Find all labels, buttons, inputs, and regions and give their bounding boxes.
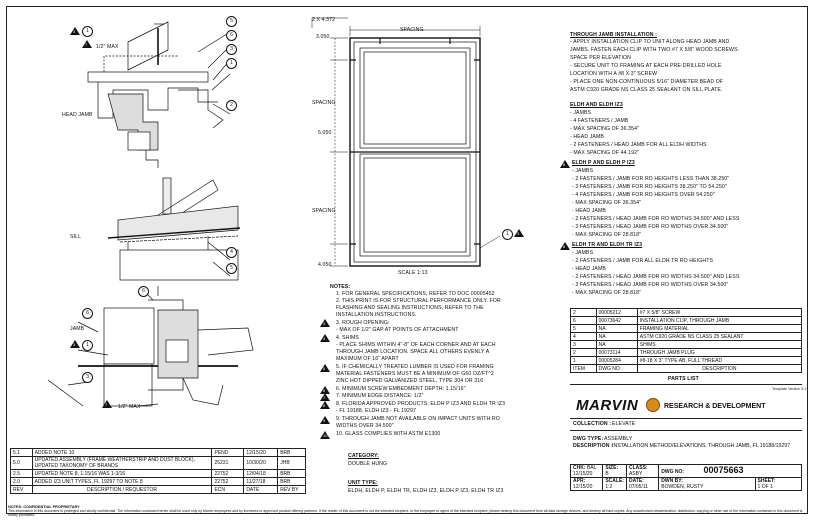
note-10-marker-icon: 10 xyxy=(320,431,330,439)
description-value: INSTALLATION METHOD/ELEVATIONS, THROUGH … xyxy=(612,443,791,449)
seal-icon xyxy=(646,398,660,412)
title-block xyxy=(570,384,802,515)
chk-date: 12/15/20 xyxy=(573,471,593,477)
note-3-triangle-icon: 3 xyxy=(70,27,80,35)
scale-value: 1:2 xyxy=(605,484,613,490)
dwg-type-label: DWG TYPE: xyxy=(573,436,604,442)
elevation-drawing xyxy=(311,17,500,267)
date-value: 07/05/11 xyxy=(628,484,649,490)
callout-6c: 6 xyxy=(82,308,93,319)
callout-5: 5 xyxy=(226,16,237,27)
note-9-marker-icon: 9 xyxy=(320,416,330,424)
callout-6b: 6 xyxy=(138,286,149,297)
callout-1b: 1 xyxy=(82,26,93,37)
size-value: B xyxy=(605,471,609,477)
note-6-marker-icon: 6 xyxy=(320,386,330,394)
template-version: Template Version 5.1 xyxy=(772,387,807,391)
dim-left-mid: 5.050 xyxy=(318,130,332,136)
note-3-triangle-icon-c: 3 xyxy=(514,229,524,237)
apr-date: 12/15/20 xyxy=(573,484,593,490)
description-label: DESCRIPTION : xyxy=(573,443,613,449)
note-3-triangle-icon-b: 3 xyxy=(70,340,80,348)
drawing-sheet xyxy=(6,6,808,514)
dwg-number: 00075663 xyxy=(703,465,744,475)
note-8-triangle-icon: 8 xyxy=(560,160,570,168)
note-5-marker-icon: 5 xyxy=(320,364,330,372)
collection-value: ELEVATE xyxy=(612,421,636,427)
dwg-type-value: ASSEMBLY xyxy=(604,436,633,442)
section-details-drawing xyxy=(47,21,254,407)
dim-left-bottom: 4.050 xyxy=(318,262,332,268)
callout-4: 4 xyxy=(226,247,237,258)
callout-6: 6 xyxy=(226,30,237,41)
callout-1c: 1 xyxy=(82,340,93,351)
callout-5b: 5 xyxy=(226,263,237,274)
spacing-side-1: SPACING xyxy=(312,100,336,106)
dwn-value: BOWDEN, RUSTY xyxy=(661,484,704,490)
jamb-label: JAMB xyxy=(70,326,85,332)
callout-2: 2 xyxy=(226,100,237,111)
parts-list-title: PARTS LIST xyxy=(668,376,699,382)
spacing-side-2: SPACING xyxy=(312,208,336,214)
collection-label: COLLECTION : xyxy=(573,421,612,427)
half-inch-max-jamb-dim: 1/2" MAX xyxy=(118,404,141,410)
note-7-marker-icon: 7 xyxy=(320,393,330,401)
chk-value: BAL xyxy=(586,465,597,471)
note-8-triangle-icon-b: 8 xyxy=(560,242,570,250)
footer-header: NOTES: CONFIDENTIAL PROPRIETARY xyxy=(8,505,80,509)
callout-1: 1 xyxy=(226,58,237,69)
elevation-scale: SCALE 1:13 xyxy=(398,270,428,276)
head-jamb-label: HEAD JAMB xyxy=(62,112,93,118)
note-3-marker-icon: 3 xyxy=(320,319,330,327)
note-4-marker-icon: 4 xyxy=(320,334,330,342)
class-value: ASBY xyxy=(628,471,643,477)
sill-label: SILL xyxy=(70,234,82,240)
category-value: DOUBLE HUNG xyxy=(348,461,388,467)
note-8-marker-icon: 8 xyxy=(320,401,330,409)
half-inch-max-dim: 1/2" MAX xyxy=(96,44,119,50)
footer-confidential-text: This information in this document is pri… xyxy=(8,509,803,517)
note-7-triangle-icon: 7 xyxy=(82,40,92,48)
unit-type-title: UNIT TYPE: xyxy=(348,480,378,486)
note-7-triangle-icon-b: 7 xyxy=(102,400,112,408)
callout-3b: 3 xyxy=(82,372,93,383)
brand-logo: MARVIN xyxy=(576,397,639,414)
category-title: CATEGORY: xyxy=(348,453,380,459)
unit-type-value: ELDH, ELDH P, ELDH TR, ELDH IZ3, ELDH P … xyxy=(348,488,504,494)
spacing-top-label: SPACING xyxy=(400,27,424,33)
sheet-value: 1 OF 1 xyxy=(757,484,773,490)
dim-left-top: 3.050 xyxy=(316,34,330,40)
dept-label: RESEARCH & DEVELOPMENT xyxy=(664,403,766,410)
install-notes-title: THROUGH JAMB INSTALLATION : xyxy=(570,32,657,38)
callout-3: 3 xyxy=(226,44,237,55)
top-dim-label: 2 X 4.372 xyxy=(312,17,336,23)
callout-elev-1: 1 xyxy=(502,229,513,240)
